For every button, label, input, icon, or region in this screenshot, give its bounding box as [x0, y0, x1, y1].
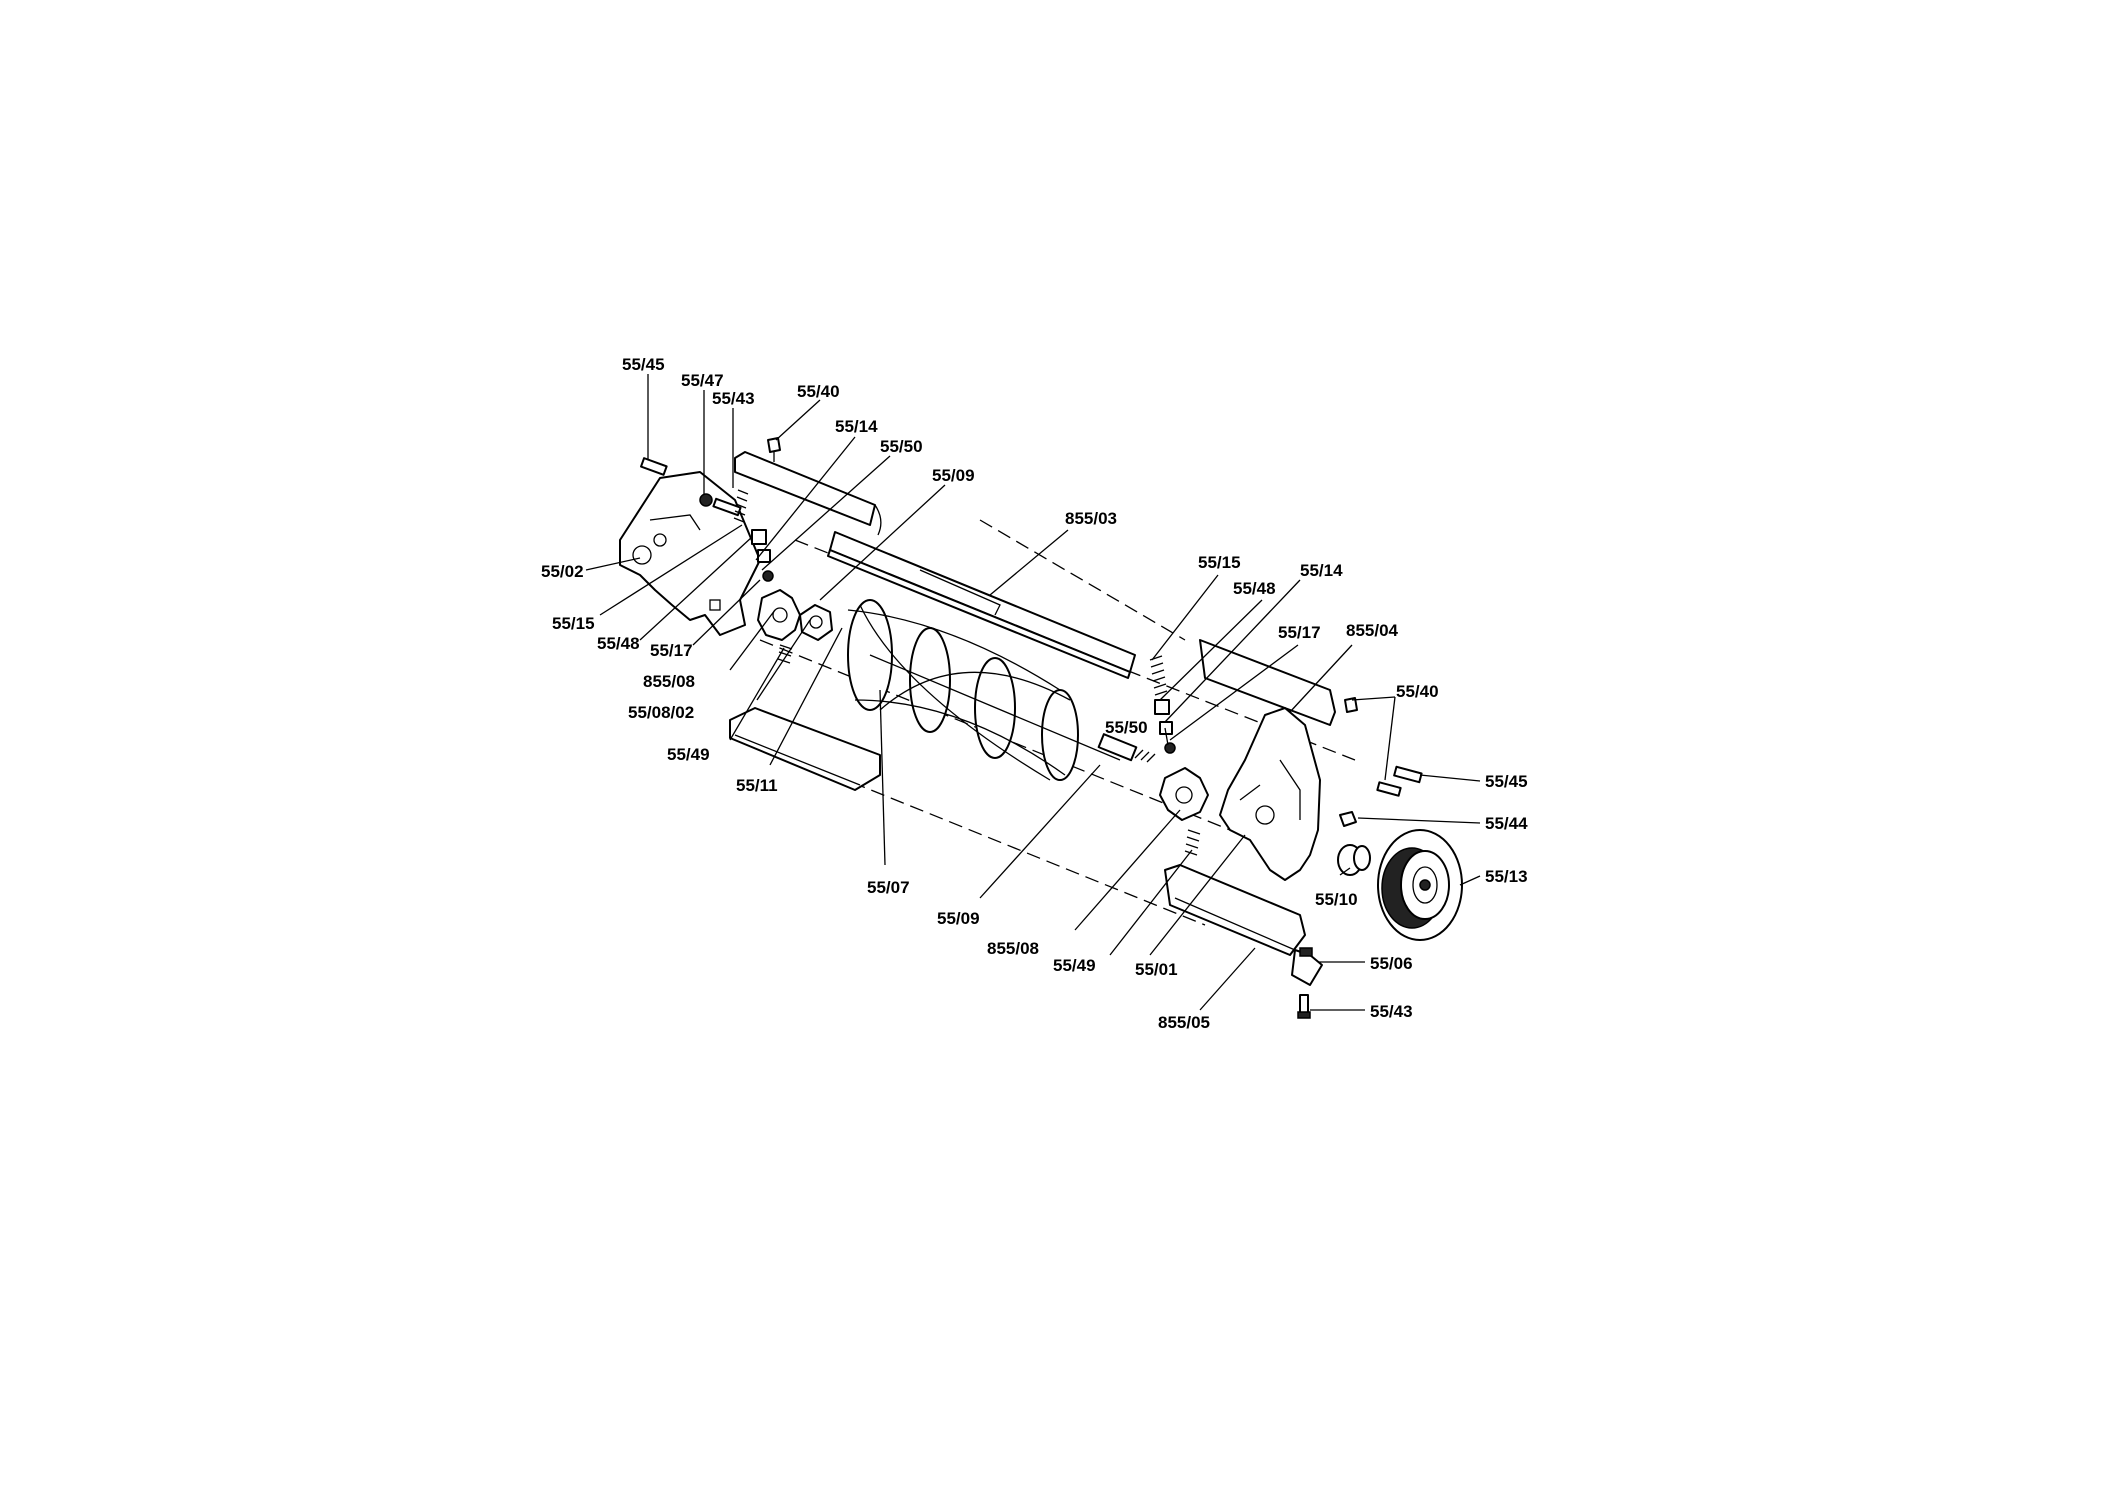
label-55-15-left: 55/15: [552, 614, 595, 633]
label-55-50-top: 55/50: [880, 437, 923, 456]
label-855-04: 855/04: [1346, 621, 1399, 640]
top-cross-bar: [734, 451, 1336, 726]
part-labels: 55/45 55/47 55/43 55/40 55/14 55/50 55/0…: [541, 355, 1528, 1032]
label-55-49-right: 55/49: [1053, 956, 1096, 975]
label-55-02: 55/02: [541, 562, 584, 581]
label-55-43-top: 55/43: [712, 389, 755, 408]
label-55-11: 55/11: [736, 776, 778, 795]
label-55-45-top: 55/45: [622, 355, 665, 374]
label-55-14-right: 55/14: [1300, 561, 1343, 580]
label-55-17-right: 55/17: [1278, 623, 1321, 642]
label-55-50-right: 55/50: [1105, 718, 1148, 737]
label-855-08-left: 855/08: [643, 672, 695, 691]
label-55-14-top: 55/14: [835, 417, 878, 436]
left-hardware: [640, 437, 781, 582]
left-side-plate: [619, 471, 761, 636]
label-55-44: 55/44: [1485, 814, 1528, 833]
roller-wheel: [1377, 829, 1463, 941]
square-bar-855-03: [827, 531, 1136, 679]
label-55-48-left: 55/48: [597, 634, 640, 653]
label-55-40-right: 55/40: [1396, 682, 1439, 701]
label-55-43-bottom: 55/43: [1370, 1002, 1413, 1021]
label-855-05: 855/05: [1158, 1013, 1210, 1032]
left-bottom-blade: [729, 707, 881, 791]
label-55-13: 55/13: [1485, 867, 1528, 886]
label-55-10: 55/10: [1315, 890, 1358, 909]
label-55-09-bottom: 55/09: [937, 909, 980, 928]
label-855-08-right: 855/08: [987, 939, 1039, 958]
label-55-40-top: 55/40: [797, 382, 840, 401]
label-55-15-right: 55/15: [1198, 553, 1241, 572]
cutting-cylinder: [847, 599, 1156, 781]
leader-lines: [585, 374, 1481, 1011]
label-55-49-left: 55/49: [667, 745, 710, 764]
label-55-45-right: 55/45: [1485, 772, 1528, 791]
label-855-03: 855/03: [1065, 509, 1117, 528]
right-hardware: [1149, 655, 1423, 876]
left-bearing-housing: [757, 589, 833, 664]
bottom-blade-855-05: [1164, 864, 1323, 1019]
label-55-01: 55/01: [1135, 960, 1178, 979]
label-55-17-left: 55/17: [650, 641, 693, 660]
label-55-09-top: 55/09: [932, 466, 975, 485]
label-55-06: 55/06: [1370, 954, 1413, 973]
right-side-plate: [1219, 707, 1321, 881]
label-55-48-right: 55/48: [1233, 579, 1276, 598]
label-55-07: 55/07: [867, 878, 910, 897]
label-55-47: 55/47: [681, 371, 724, 390]
label-55-08-02: 55/08/02: [628, 703, 694, 722]
